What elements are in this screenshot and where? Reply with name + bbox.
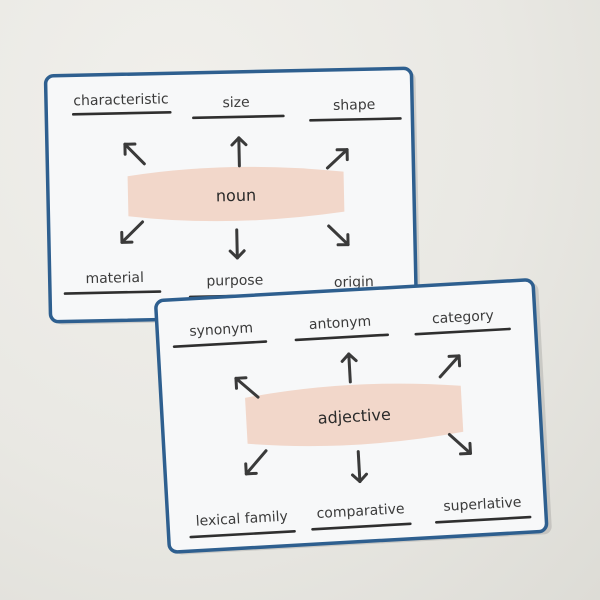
noun-arrow-up-icon — [230, 136, 248, 168]
noun-arrow-up-left-icon — [123, 142, 146, 166]
noun-center-word: noun — [216, 186, 257, 206]
noun-word-characteristic: characteristic — [73, 91, 169, 109]
noun-word-size: size — [222, 95, 249, 112]
adjective-arrow-down-icon — [351, 450, 368, 484]
noun-word-shape: shape — [333, 97, 376, 114]
noun-word-purpose: purpose — [206, 272, 263, 289]
adjective-underline-antonym — [294, 333, 390, 342]
noun-underline-shape — [309, 117, 402, 122]
noun-underline-size — [192, 114, 285, 120]
adjective-underline-synonym — [172, 340, 268, 349]
adjective-word-category: category — [432, 308, 495, 327]
adjective-arrow-down-left-icon — [244, 449, 268, 476]
noun-center-highlight — [127, 166, 345, 222]
noun-underline-material — [63, 290, 162, 295]
noun-arrow-up-right-icon — [325, 148, 349, 170]
adjective-center-word: adjective — [317, 405, 391, 428]
noun-word-material: material — [85, 270, 144, 287]
adjective-word-comparative: comparative — [316, 501, 405, 522]
adjective-word-superlative: superlative — [443, 495, 522, 515]
noun-arrow-down-right-icon — [327, 224, 350, 247]
noun-arrow-down-icon — [228, 228, 246, 260]
adjective-arrow-up-icon — [340, 352, 358, 384]
adjective-arrow-down-right-icon — [447, 432, 472, 456]
noun-word-origin: origin — [334, 274, 374, 291]
adjective-underline-lexical-family — [189, 529, 296, 539]
adjective-word-synonym: synonym — [189, 320, 254, 340]
adjective-arrow-up-left-icon — [234, 376, 260, 399]
adjective-arrow-up-right-icon — [438, 354, 462, 379]
noun-card: noun characteristic size shape material … — [43, 66, 421, 325]
adjective-underline-superlative — [434, 515, 532, 524]
adjective-card: adjective synonym antonym category lexic… — [154, 278, 552, 555]
adjective-underline-category — [414, 327, 511, 336]
noun-underline-characteristic — [71, 110, 172, 116]
noun-arrow-down-left-icon — [120, 220, 145, 244]
adjective-center-highlight — [245, 383, 464, 447]
adjective-underline-comparative — [311, 522, 412, 531]
adjective-word-lexical-family: lexical family — [195, 509, 288, 530]
adjective-word-antonym: antonym — [308, 314, 371, 333]
